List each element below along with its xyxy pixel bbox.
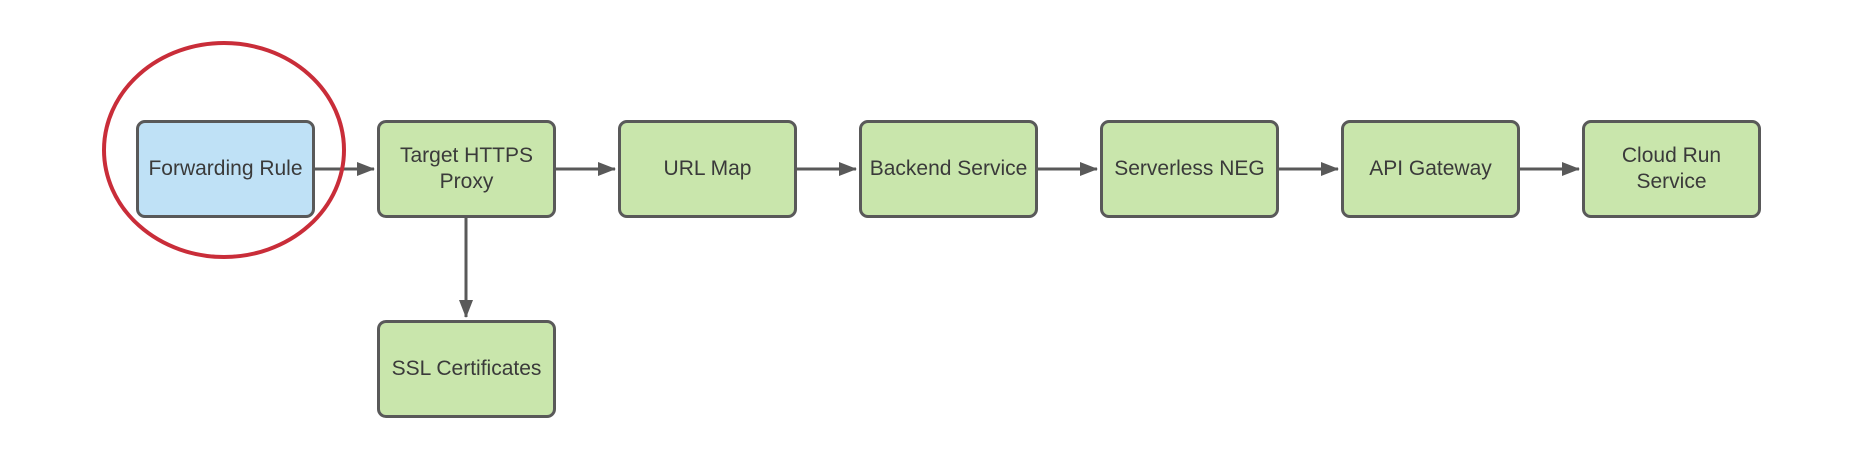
node-serverless-neg-label: Serverless NEG [1114,156,1265,180]
node-forwarding-rule-label: Forwarding Rule [148,156,303,180]
node-forwarding-rule[interactable]: Forwarding Rule [136,120,315,218]
node-ssl-certificates-label: SSL Certificates [391,356,542,380]
node-cloud-run-service-label: Cloud Run Service [1621,143,1722,193]
node-ssl-certificates[interactable]: SSL Certificates [377,320,556,418]
node-cloud-run-service[interactable]: Cloud Run Service [1582,120,1761,218]
node-target-https-proxy-label: Target HTTPS Proxy [399,143,534,193]
node-url-map-label: URL Map [663,156,752,180]
node-url-map[interactable]: URL Map [618,120,797,218]
node-backend-service[interactable]: Backend Service [859,120,1038,218]
node-api-gateway[interactable]: API Gateway [1341,120,1520,218]
node-target-https-proxy[interactable]: Target HTTPS Proxy [377,120,556,218]
node-serverless-neg[interactable]: Serverless NEG [1100,120,1279,218]
node-api-gateway-label: API Gateway [1369,156,1492,180]
node-backend-service-label: Backend Service [869,156,1028,180]
